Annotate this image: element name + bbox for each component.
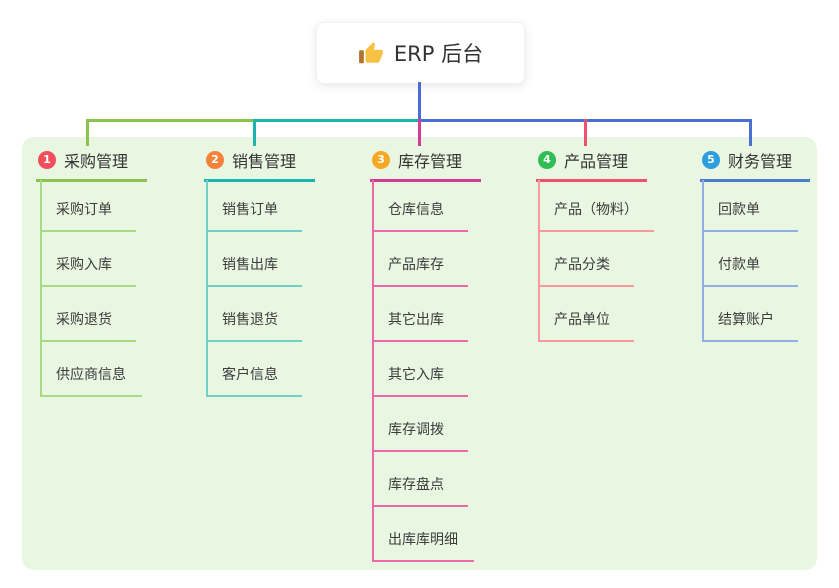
child-node[interactable]: 采购入库	[40, 254, 136, 287]
child-node[interactable]: 产品库存	[372, 254, 468, 287]
branch-title: 库存管理	[398, 151, 463, 171]
child-node[interactable]: 采购订单	[40, 199, 136, 232]
branch-number-badge: 4	[538, 150, 556, 169]
branch-number-badge: 2	[206, 150, 224, 169]
child-node[interactable]: 仓库信息	[372, 199, 468, 232]
connector-root-drop	[418, 82, 421, 120]
connector-drop-inventory	[418, 119, 421, 146]
root-node[interactable]: ERP 后台	[316, 22, 525, 84]
child-node[interactable]: 结算账户	[702, 309, 798, 342]
branch-number-badge: 1	[38, 150, 56, 169]
child-node[interactable]: 产品分类	[538, 254, 634, 287]
branch-header-purchasing[interactable]: 1 采购管理	[36, 147, 147, 182]
child-node[interactable]: 库存调拨	[372, 419, 468, 452]
connector-drop-product	[584, 119, 587, 146]
child-node[interactable]: 其它入库	[372, 364, 468, 397]
connector-spine-product	[538, 180, 540, 342]
child-node[interactable]: 库存盘点	[372, 474, 468, 507]
branch-header-sales[interactable]: 2 销售管理	[204, 147, 315, 182]
branch-title: 销售管理	[232, 151, 297, 171]
branch-header-product[interactable]: 4 产品管理	[536, 147, 647, 182]
branch-title: 产品管理	[564, 151, 629, 171]
branch-number-badge: 3	[372, 150, 390, 169]
child-node[interactable]: 其它出库	[372, 309, 468, 342]
child-node[interactable]: 供应商信息	[40, 364, 142, 397]
connector-drop-finance	[749, 119, 752, 146]
mindmap-panel	[22, 137, 817, 570]
connector-spine-sales	[206, 180, 208, 397]
child-node[interactable]: 付款单	[702, 254, 798, 287]
child-node[interactable]: 出库库明细	[372, 529, 474, 562]
connector-spine-inventory	[372, 180, 374, 562]
child-node[interactable]: 销售退货	[206, 309, 302, 342]
child-node[interactable]: 销售订单	[206, 199, 302, 232]
connector-bus-green	[86, 119, 255, 122]
branch-header-finance[interactable]: 5 财务管理	[700, 147, 810, 182]
branch-number-badge: 5	[702, 150, 720, 169]
child-node[interactable]: 客户信息	[206, 364, 302, 397]
child-node[interactable]: 销售出库	[206, 254, 302, 287]
child-node[interactable]: 产品（物料）	[538, 199, 654, 232]
connector-spine-purchasing	[40, 180, 42, 397]
connector-bus-teal	[255, 119, 420, 122]
child-node[interactable]: 回款单	[702, 199, 798, 232]
connector-drop-purchasing	[86, 119, 89, 146]
thumbs-up-icon	[358, 40, 384, 66]
branch-header-inventory[interactable]: 3 库存管理	[370, 147, 481, 182]
branch-title: 财务管理	[728, 151, 793, 171]
branch-title: 采购管理	[64, 151, 129, 171]
root-title: ERP 后台	[393, 42, 484, 66]
child-node[interactable]: 产品单位	[538, 309, 634, 342]
child-node[interactable]: 采购退货	[40, 309, 136, 342]
connector-drop-sales	[253, 119, 256, 146]
connector-spine-finance	[702, 180, 704, 342]
